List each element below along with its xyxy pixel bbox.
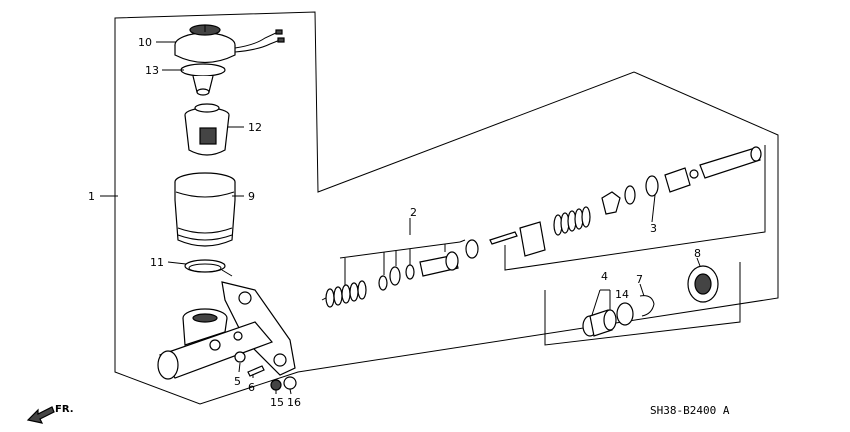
- callout-10: 10: [138, 36, 152, 49]
- group-4-boundary: [544, 262, 741, 346]
- callout-1: 1: [88, 190, 95, 203]
- callout-12: 12: [248, 121, 262, 134]
- callout-13: 13: [145, 64, 159, 77]
- nut: [270, 379, 282, 391]
- primary-piston-kit: [489, 146, 762, 257]
- callout-15: 15: [270, 396, 284, 409]
- assembly-boundary: [114, 11, 779, 405]
- leader-lines: [100, 41, 701, 395]
- callout-3: 3: [650, 222, 657, 235]
- o-ring: [616, 302, 634, 326]
- callout-8: 8: [694, 247, 701, 260]
- bolt: [247, 365, 265, 377]
- secondary-piston-assembly: [321, 239, 479, 308]
- reservoir-cap: [174, 24, 285, 64]
- hose-clamp: [184, 259, 233, 277]
- callout-6: 6: [248, 381, 255, 394]
- callout-14: 14: [615, 288, 629, 301]
- callout-4: 4: [601, 270, 608, 283]
- front-direction-arrow: FR.: [26, 404, 74, 424]
- diagram-code: SH38-B2400 A: [650, 404, 730, 417]
- front-direction-label: FR.: [55, 404, 74, 415]
- master-cylinder-body: [157, 281, 296, 380]
- push-rod-boot: [582, 309, 617, 337]
- reservoir: [174, 172, 236, 247]
- callout-2: 2: [410, 206, 417, 219]
- callout-7: 7: [636, 273, 643, 286]
- callout-16: 16: [287, 396, 301, 409]
- reservoir-filter: [184, 103, 230, 156]
- callout-9: 9: [248, 190, 255, 203]
- callout-5: 5: [234, 375, 241, 388]
- washer: [283, 376, 297, 390]
- bleeder-washer: [234, 351, 246, 363]
- callout-11: 11: [150, 256, 164, 269]
- circlip: [639, 295, 655, 317]
- oil-seal: [687, 265, 719, 303]
- piston-kit-boundary: [504, 145, 766, 271]
- cap-strainer: [180, 63, 226, 96]
